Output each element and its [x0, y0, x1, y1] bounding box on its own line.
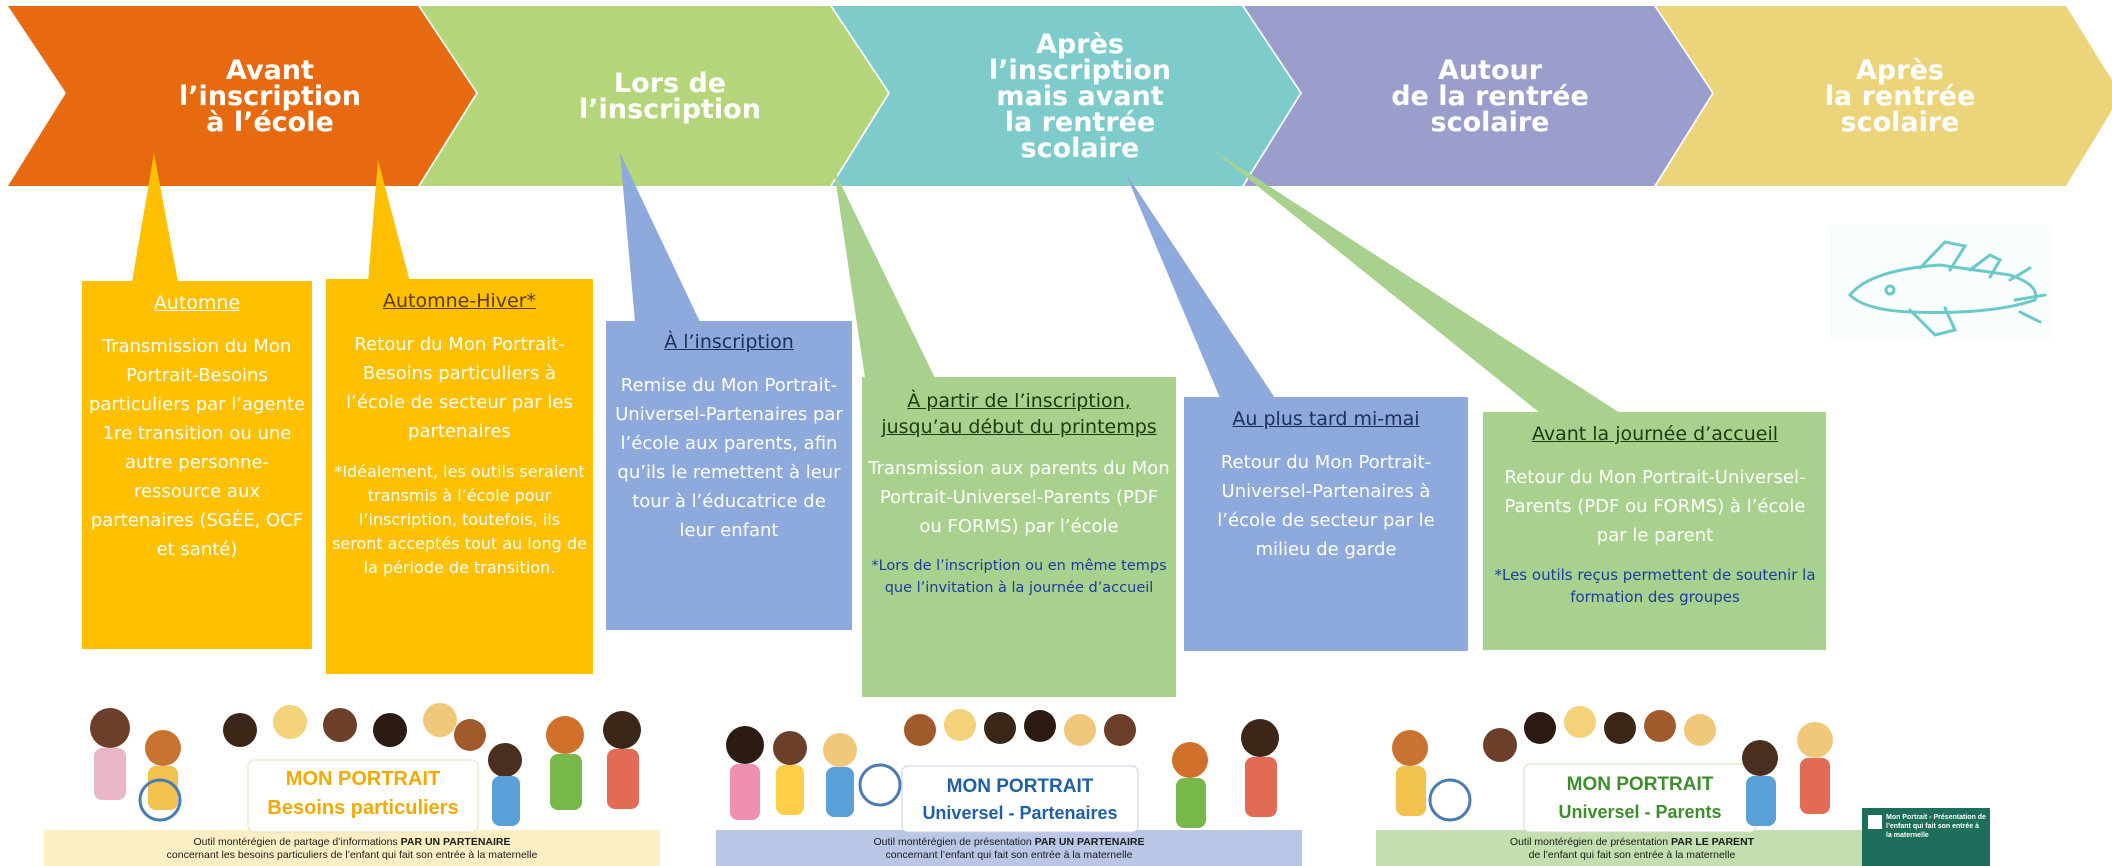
- pointer-inscription: [620, 153, 700, 322]
- banner-2-caption-pre: Outil montérégien de présentation: [873, 836, 1035, 848]
- banner-3-line1: MON PORTRAIT: [1566, 774, 1714, 795]
- banner-1-line2: Besoins particuliers: [267, 797, 459, 819]
- chevron-stage-2: [420, 6, 888, 186]
- box-automne-hiver-note: *Idéalement, les outils seraient transmi…: [332, 462, 587, 577]
- banner-1-title: MON PORTRAIT Besoins particuliers: [248, 768, 478, 820]
- banner-2-caption-line2: concernant l’enfant qui fait son entrée …: [885, 849, 1133, 861]
- banner-1-line1: MON PORTRAIT: [285, 768, 441, 790]
- thumbnail-title: Mon Portrait - Présentation de l’enfant …: [1886, 814, 1986, 839]
- stage-title-5: Après la rentrée scolaire: [1824, 55, 1976, 138]
- box-automne-hiver: Automne-Hiver* Retour du Mon Portrait-Be…: [332, 290, 587, 580]
- box-partir-inscription-heading: À partir de l’inscription, jusqu’au débu…: [881, 390, 1157, 438]
- pointer-mi-mai: [1125, 172, 1275, 398]
- chevron-stage-4: [1244, 6, 1712, 186]
- stage-title-4: Autour de la rentrée scolaire: [1391, 55, 1589, 138]
- box-journee-accueil-bg: [1483, 412, 1826, 650]
- box-journee-accueil: Avant la journée d’accueil Retour du Mon…: [1490, 423, 1820, 608]
- banner-2-caption-bold: PAR UN PARTENAIRE: [1034, 836, 1145, 848]
- box-inscription: À l’inscription Remise du Mon Portrait-U…: [612, 331, 846, 545]
- pointer-automne: [132, 153, 178, 282]
- banner-3-caption-bold: PAR LE PARENT: [1671, 836, 1755, 848]
- box-mi-mai: Au plus tard mi-mai Retour du Mon Portra…: [1190, 408, 1462, 564]
- banner-2-line1: MON PORTRAIT: [946, 776, 1094, 797]
- box-mi-mai-body: Retour du Mon Portrait-Universel-Partena…: [1217, 452, 1435, 560]
- chevron-stage-1: [8, 6, 476, 186]
- banner-3-caption-pre: Outil montérégien de présentation: [1509, 836, 1672, 848]
- box-mi-mai-bg: [1184, 397, 1468, 651]
- box-automne-heading: Automne: [153, 292, 241, 314]
- banner-2-line2: Universel - Partenaires: [922, 803, 1118, 823]
- stage-title-1: Avant l’inscription à l’école: [179, 55, 361, 138]
- banner-1-strip: [44, 830, 660, 866]
- banner-3-caption: Outil montérégien de présentation PAR LE…: [1376, 836, 1888, 862]
- box-partir-inscription-body: Transmission aux parents du Mon Portrait…: [868, 458, 1170, 537]
- box-automne: Automne Transmission du Mon Portrait-Bes…: [86, 292, 308, 564]
- banner-2-title: MON PORTRAIT Universel - Partenaires: [902, 776, 1138, 824]
- box-automne-hiver-body: Retour du Mon Portrait-Besoins particuli…: [346, 334, 573, 442]
- box-journee-accueil-body: Retour du Mon Portrait-Universel-Parents…: [1504, 467, 1806, 546]
- pointer-partir-inscription: [834, 170, 935, 378]
- banner-3-title: MON PORTRAIT Universel - Parents: [1524, 774, 1756, 823]
- stage-title-3: Après l’inscription mais avant la rentré…: [989, 29, 1171, 164]
- banner-3-caption-line2: de l’enfant qui fait son entrée à la mat…: [1528, 849, 1736, 861]
- pointer-journee-accueil: [1210, 148, 1620, 413]
- box-automne-bg: [82, 281, 312, 649]
- box-partir-inscription: À partir de l’inscription, jusqu’au débu…: [868, 388, 1170, 599]
- banner-2-caption: Outil montérégien de présentation PAR UN…: [716, 836, 1302, 862]
- box-partir-inscription-bg: [862, 377, 1176, 697]
- chevron-stage-5: [1656, 6, 2112, 186]
- banner-1-sign: [247, 759, 479, 833]
- pointer-automne-hiver: [368, 160, 410, 282]
- banner-3-strip: [1376, 830, 1888, 866]
- box-partir-inscription-note: *Lors de l’inscription ou en même temps …: [871, 558, 1167, 596]
- thumbnail-logo: [1868, 815, 1882, 829]
- box-inscription-bg: [606, 321, 852, 630]
- thumbnail-document: [1862, 808, 1990, 866]
- banner-2-strip: [716, 830, 1302, 866]
- kids-illustration-3: [1392, 706, 1833, 826]
- box-inscription-heading: À l’inscription: [664, 331, 794, 353]
- box-mi-mai-heading: Au plus tard mi-mai: [1232, 408, 1420, 430]
- banner-2-sign: [901, 765, 1139, 833]
- box-journee-accueil-note: *Les outils reçus permettent de soutenir…: [1494, 566, 1816, 606]
- banner-3-line2: Universel - Parents: [1558, 802, 1722, 822]
- kids-illustration-1: [90, 703, 641, 826]
- banner-1-caption-line2: concernant les besoins particuliers de l…: [166, 849, 538, 861]
- box-automne-hiver-heading: Automne-Hiver*: [382, 290, 537, 312]
- box-automne-body: Transmission du Mon Portrait-Besoins par…: [88, 336, 306, 560]
- airplane-icon: [1830, 225, 2050, 340]
- banner-1-caption: Outil montérégien de partage d’informati…: [44, 836, 660, 862]
- banner-1-caption-pre: Outil montérégien de partage d’informati…: [193, 836, 401, 848]
- box-journee-accueil-heading: Avant la journée d’accueil: [1531, 423, 1779, 445]
- chevron-stage-3: [832, 6, 1300, 186]
- kids-illustration-2: [726, 709, 1279, 828]
- banner-1-caption-bold: PAR UN PARTENAIRE: [400, 836, 511, 848]
- stage-title-2: Lors de l’inscription: [579, 68, 761, 125]
- box-inscription-body: Remise du Mon Portrait-Universel-Partena…: [615, 375, 843, 541]
- box-automne-hiver-bg: [326, 279, 593, 674]
